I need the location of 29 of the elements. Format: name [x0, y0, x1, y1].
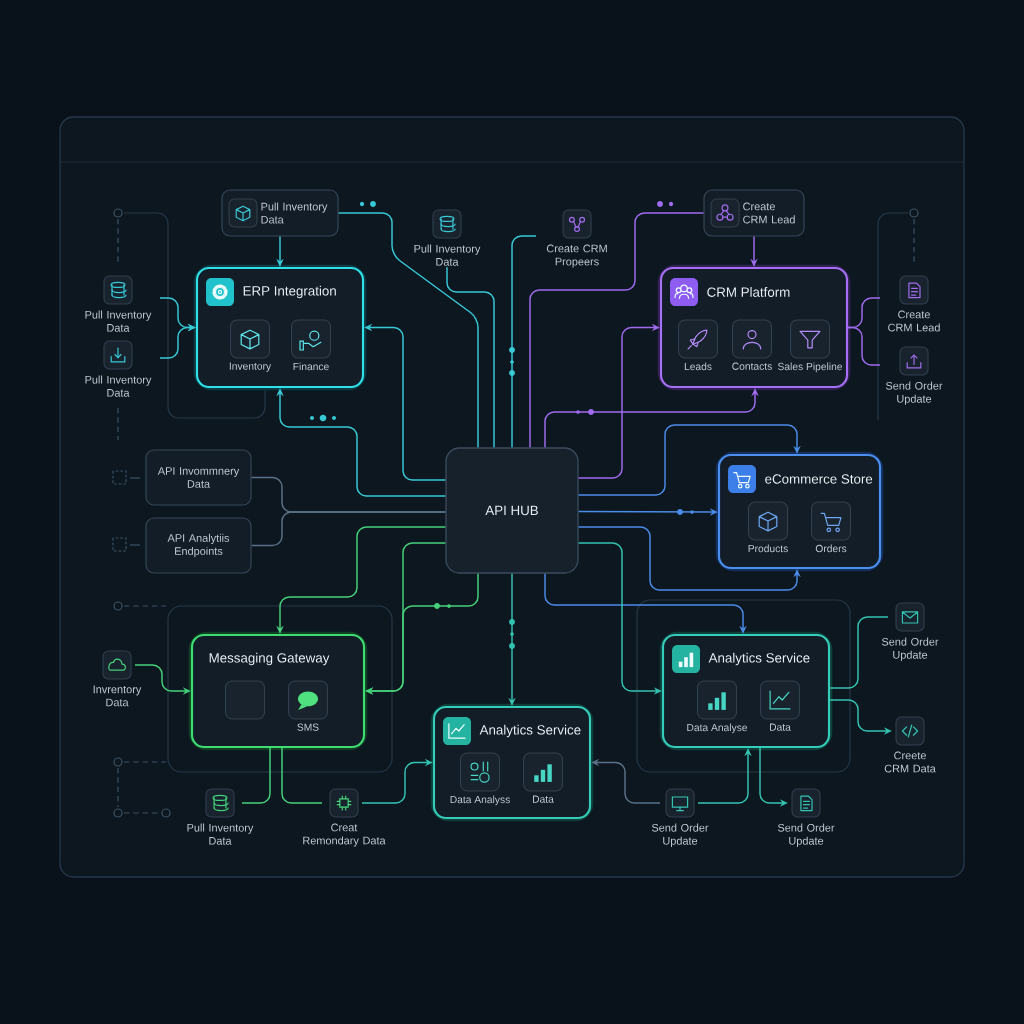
- icon-label: Send Order Update: [885, 381, 943, 405]
- module-label: Data Analyss: [450, 795, 510, 806]
- module-label: Inventory: [229, 362, 272, 372]
- icon-label: Send Order Update: [651, 823, 709, 847]
- module-label: Finance: [293, 362, 329, 371]
- icon-label: Invrentory Data: [93, 685, 142, 707]
- icon-label: Pull Inventory Data: [187, 823, 254, 845]
- icon-label: Creat Remondary Data: [303, 823, 386, 847]
- module-label: Data Analyse: [687, 723, 748, 734]
- module-label: Orders: [815, 544, 847, 553]
- module-label: Products: [748, 544, 788, 553]
- module-label: SMS: [297, 723, 319, 731]
- icon-label: Create CRM Propeers: [546, 244, 607, 268]
- module-label: Leads: [684, 362, 712, 371]
- icon-label: Creete CRM Data: [884, 751, 936, 773]
- icon-label: Pull Inventory Data: [85, 310, 152, 332]
- module-label: Data: [533, 795, 554, 803]
- module-label: Sales Pipeline: [777, 362, 843, 373]
- task-box: API Invommnery Data: [145, 449, 252, 506]
- hub-box: API HUB: [445, 447, 579, 574]
- icon-label: Pull Inventory Data: [414, 244, 481, 266]
- blank-tile: [224, 680, 266, 720]
- icon-label: Send Order Update: [881, 637, 939, 661]
- icon-label: Pull Inventory Data: [85, 375, 152, 397]
- module-label: Contacts: [732, 362, 772, 370]
- task-box: API Analytiis Endpoints: [145, 517, 252, 574]
- module-label: Data: [770, 723, 791, 731]
- icon-label: Send Order Update: [777, 823, 835, 847]
- icon-label: Create CRM Lead: [888, 310, 940, 332]
